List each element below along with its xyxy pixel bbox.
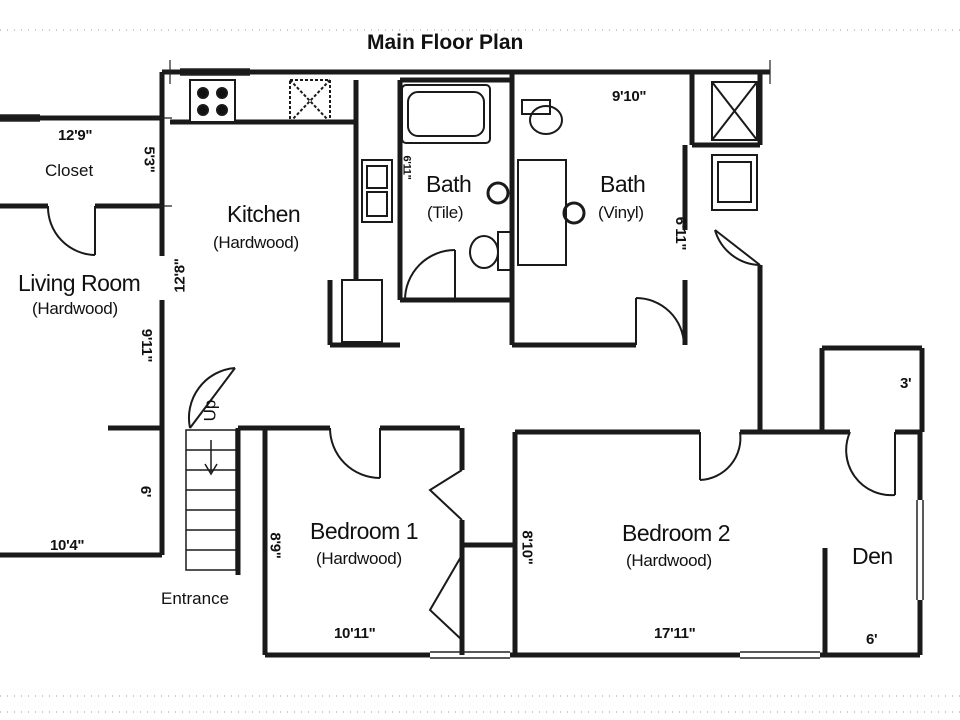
dimension-living-depth: 12'8" [171,258,189,293]
room-label-bath-1: Bath [426,171,472,197]
dimension-entry-depth: 6' [137,485,155,498]
dimension-bath-2-depth: 6'11" [672,216,690,251]
room-material-bath-1: (Tile) [427,203,464,222]
dimension-bedroom-1-depth: 8'9" [266,532,284,559]
scan-noise [0,29,960,713]
stairs [185,429,237,571]
fixtures [189,79,758,343]
doors [46,205,896,641]
room-label-kitchen: Kitchen [227,201,301,227]
room-material-living-room: (Hardwood) [32,299,118,318]
dimension-den-closet: 3' [900,375,912,392]
room-material-bath-2: (Vinyl) [598,203,644,222]
room-label-bedroom-2: Bedroom 2 [622,520,731,546]
page-title: Main Floor Plan [367,31,524,54]
walls [0,69,925,658]
dimension-bedroom-2-width: 17'11" [654,625,696,642]
room-material-bedroom-2: (Hardwood) [626,551,712,570]
dimension-closet-depth: 5'3" [140,146,158,173]
room-label-bath-2: Bath [600,171,646,197]
room-material-bedroom-1: (Hardwood) [316,549,402,568]
room-label-closet: Closet [45,161,94,180]
room-label-living-room: Living Room [18,270,141,296]
dimension-bedroom-1-width: 10'11" [334,625,376,642]
room-label-entrance: Entrance [161,589,230,608]
room-label-den: Den [852,543,893,569]
dimension-closet-width: 12'9" [58,127,93,144]
dimension-den-width: 6' [866,631,878,648]
dimension-ticks [152,60,771,207]
room-material-kitchen: (Hardwood) [213,233,299,252]
stairs-up-label: Up [200,399,220,422]
dimension-bath-2-width: 9'10" [612,88,647,105]
dimension-bedroom-2-depth: 8'10" [518,530,536,565]
dimension-entry-width: 10'4" [50,537,85,554]
room-label-bedroom-1: Bedroom 1 [310,518,419,544]
dimension-bath-1-depth: 6'11" [400,155,413,180]
windows [0,68,924,659]
dimension-living-width: 9'11" [138,328,156,363]
